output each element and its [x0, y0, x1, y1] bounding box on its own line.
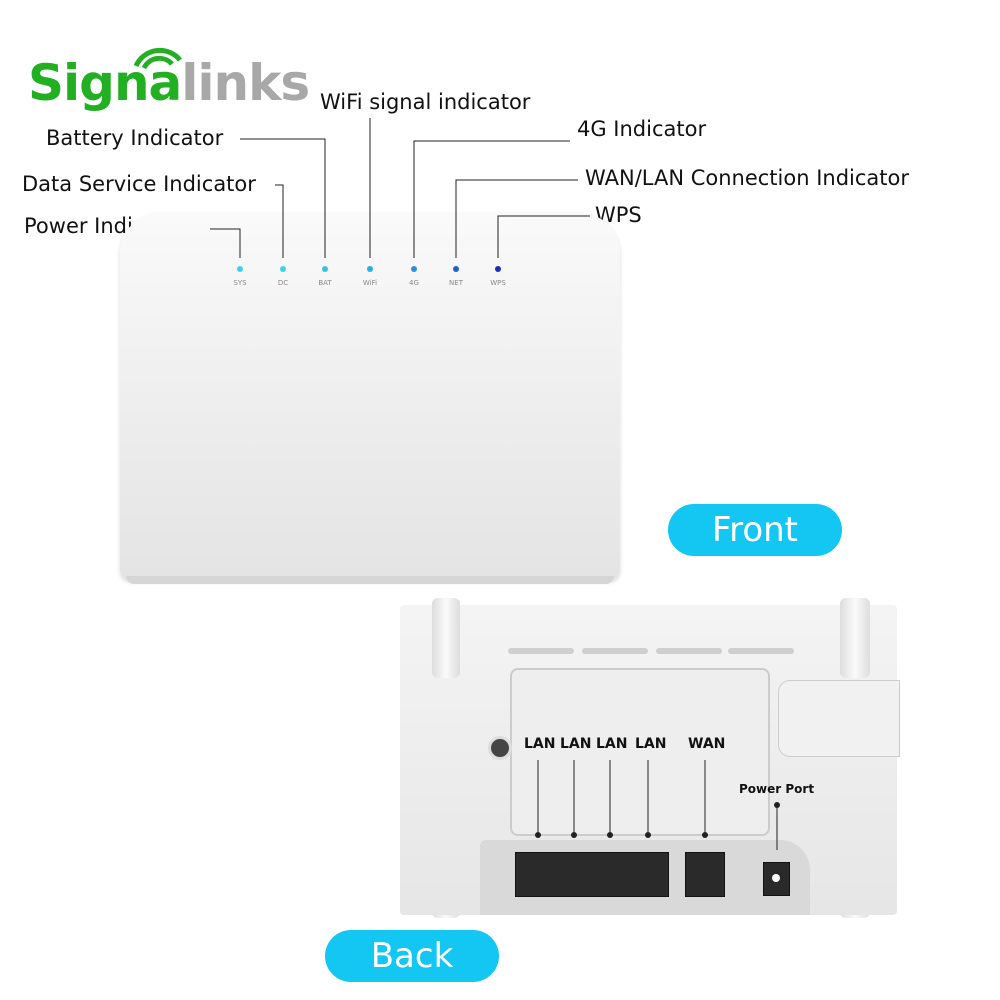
led-sys — [237, 266, 243, 272]
wifi-arc-icon — [133, 47, 182, 70]
vent — [508, 648, 574, 654]
wps-annotation: WPS — [595, 203, 642, 227]
led-dc — [280, 266, 286, 272]
lan-ports — [515, 852, 669, 897]
wan-port — [685, 852, 725, 897]
screw-hole — [488, 736, 512, 760]
led-bat — [322, 266, 328, 272]
led-label: 4G — [409, 279, 419, 287]
led-label: WPS — [490, 279, 506, 287]
dc-power-port — [763, 862, 790, 896]
led-4g — [411, 266, 417, 272]
front-label: Front — [668, 504, 842, 556]
signalinks-logo: Signalinks — [28, 47, 310, 108]
lan-label: LAN — [560, 736, 592, 752]
wifi-annotation: WiFi signal indicator — [320, 90, 531, 114]
wan-lan-annotation: WAN/LAN Connection Indicator — [585, 166, 909, 190]
4g-annotation: 4G Indicator — [577, 117, 707, 141]
vent — [728, 648, 794, 654]
led-label: SYS — [233, 279, 247, 287]
antenna-left-top — [432, 598, 460, 678]
back-label: Back — [325, 930, 499, 982]
led-label: BAT — [318, 279, 332, 287]
vent — [656, 648, 722, 654]
led-net — [453, 266, 459, 272]
wan-label: WAN — [688, 736, 726, 752]
led-label: NET — [449, 279, 463, 287]
data-service-annotation: Data Service Indicator — [22, 172, 256, 196]
lan-label: LAN — [596, 736, 628, 752]
side-cover — [778, 680, 900, 757]
lan-label: LAN — [524, 736, 556, 752]
lan-label: LAN — [635, 736, 667, 752]
battery-annotation: Battery Indicator — [46, 126, 224, 150]
power-port-label: Power Port — [739, 782, 815, 796]
vent — [582, 648, 648, 654]
antenna-right-top — [840, 598, 870, 678]
led-label: WiFi — [362, 279, 378, 287]
back-panel — [510, 668, 770, 836]
led-wifi — [367, 266, 373, 272]
led-wps — [495, 266, 501, 272]
led-label: DC — [277, 279, 289, 287]
router-front — [120, 213, 620, 584]
